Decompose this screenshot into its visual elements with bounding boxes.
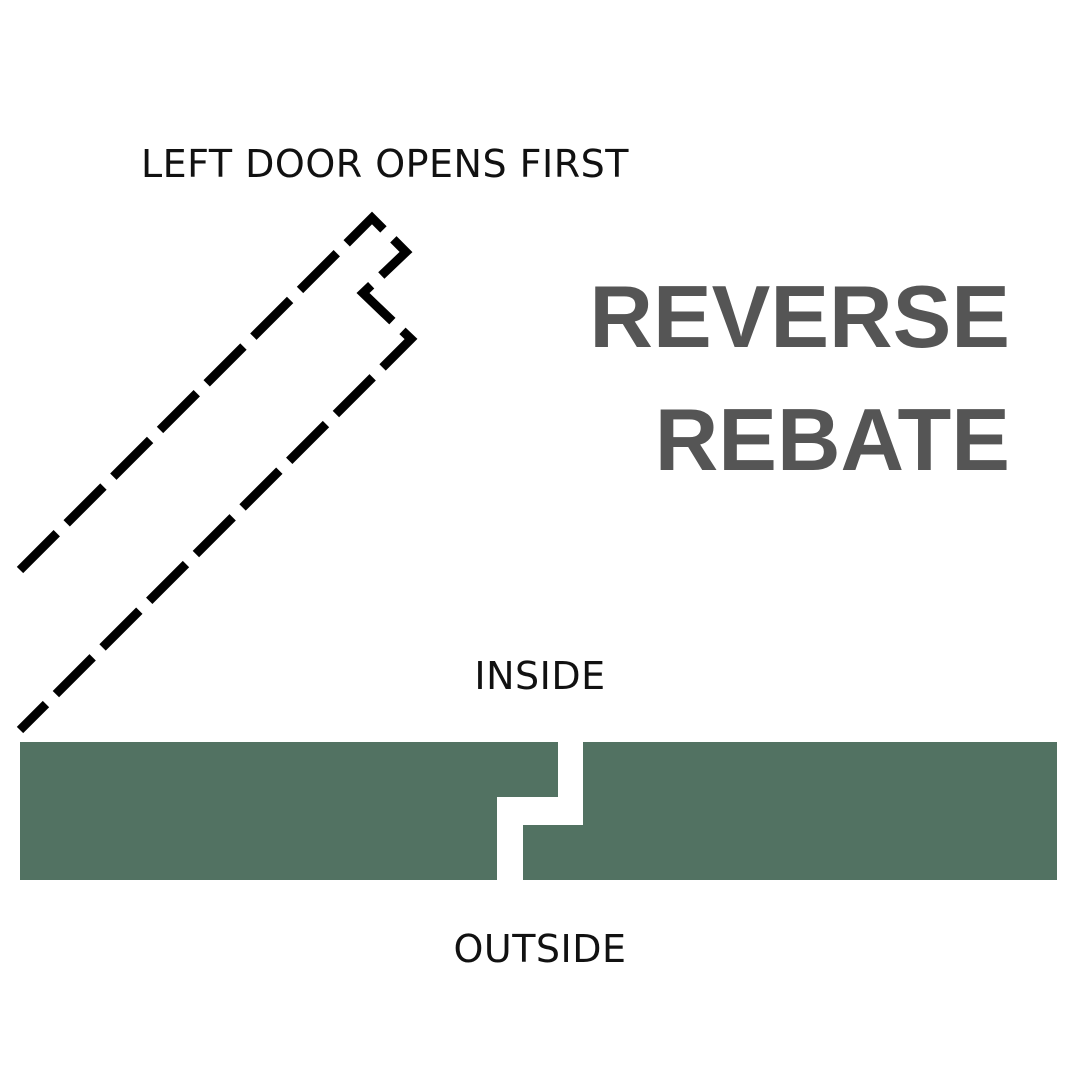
outside-label: OUTSIDE: [453, 927, 626, 971]
left-door-leaf: [20, 742, 558, 880]
right-door-leaf: [523, 742, 1057, 880]
title-line-1: REVERSE: [589, 267, 1010, 366]
opening-order-label: LEFT DOOR OPENS FIRST: [141, 142, 629, 186]
title-line-2: REBATE: [655, 390, 1010, 489]
open-door-outline: [16, 211, 418, 734]
inside-label: INSIDE: [474, 654, 605, 698]
